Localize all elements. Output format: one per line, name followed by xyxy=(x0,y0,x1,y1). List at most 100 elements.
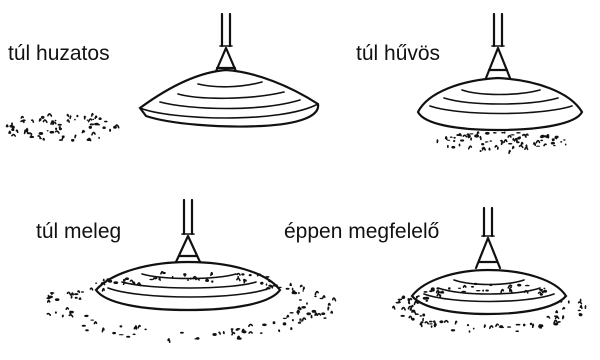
ash-speck xyxy=(98,137,100,139)
ash-speck xyxy=(493,132,497,134)
ash-flake xyxy=(95,116,96,118)
ash-flake xyxy=(495,146,497,147)
ash-speck xyxy=(476,290,480,291)
ash-speck xyxy=(447,140,450,141)
panel-too-drafty: túl huzatos xyxy=(7,14,319,142)
ash-flake xyxy=(409,299,412,302)
ash-flake xyxy=(420,323,422,326)
ash-flake xyxy=(159,278,160,280)
ash-speck xyxy=(292,319,294,321)
ash-speck xyxy=(487,141,489,142)
ash-flake xyxy=(138,326,140,328)
ash-speck xyxy=(401,315,405,317)
ash-flake xyxy=(513,147,514,149)
ash-speck xyxy=(523,324,526,327)
ash-flake xyxy=(409,316,412,319)
ash-flake xyxy=(411,306,413,308)
ash-flake xyxy=(290,284,291,286)
ash-flake xyxy=(51,122,53,124)
ash-speck xyxy=(290,327,292,330)
ash-speck xyxy=(27,132,32,134)
ash-speck xyxy=(125,277,129,280)
ash-speck xyxy=(112,332,116,334)
ash-speck xyxy=(260,282,263,285)
ash-flake xyxy=(469,146,472,149)
ash-flake xyxy=(89,119,92,121)
ash-speck xyxy=(149,279,154,280)
ash-speck xyxy=(580,313,583,316)
ash-speck xyxy=(94,123,99,126)
ash-speck xyxy=(120,325,123,327)
ash-flake xyxy=(534,143,535,144)
ash-speck xyxy=(50,131,55,134)
ash-speck xyxy=(70,311,74,314)
ash-speck xyxy=(314,296,317,298)
ash-speck xyxy=(530,323,532,326)
ash-speck xyxy=(541,135,545,138)
ash-speck xyxy=(119,334,124,335)
ash-speck xyxy=(301,306,306,309)
ash-speck xyxy=(543,288,545,290)
ash-speck xyxy=(187,279,189,280)
ash-speck xyxy=(421,321,424,323)
ash-speck xyxy=(540,293,543,295)
caption-too-drafty: túl huzatos xyxy=(8,42,110,65)
ash-flake xyxy=(555,137,556,139)
ash-speck xyxy=(243,279,245,282)
ash-speck xyxy=(283,322,287,325)
ash-flake xyxy=(69,315,72,317)
ash-flake xyxy=(279,330,280,331)
ash-speck xyxy=(292,288,294,291)
ash-flake xyxy=(477,132,478,134)
ash-flake xyxy=(315,292,318,295)
ash-speck xyxy=(434,323,436,326)
ash-speck xyxy=(517,284,521,287)
ash-flake xyxy=(47,314,50,316)
ash-speck xyxy=(109,129,111,132)
ash-flake xyxy=(331,311,332,312)
ash-speck xyxy=(144,329,146,331)
ash-speck xyxy=(321,312,325,315)
ash-speck xyxy=(563,139,565,140)
hanging-disc-too-warm xyxy=(96,200,280,310)
panel-too-cool: túl hűvös xyxy=(356,14,582,153)
ash-speck xyxy=(474,134,479,137)
ash-flake xyxy=(168,339,170,342)
ash-speck xyxy=(82,325,86,327)
ash-flake xyxy=(556,311,557,313)
ash-speck xyxy=(306,302,308,305)
ash-flake xyxy=(525,148,528,150)
ash-speck xyxy=(41,116,45,119)
ash-flake xyxy=(219,332,220,334)
ash-speck xyxy=(10,125,14,128)
ash-speck xyxy=(11,122,13,125)
ash-speck xyxy=(241,273,244,275)
ash-flake xyxy=(563,316,564,319)
ash-flake xyxy=(94,322,96,324)
ash-flake xyxy=(446,137,447,140)
ash-speck xyxy=(290,312,294,314)
hanging-disc-too-cool xyxy=(418,14,582,130)
ash-speck xyxy=(211,280,213,282)
ash-speck xyxy=(59,139,63,141)
ash-speck xyxy=(55,298,60,301)
ash-flake xyxy=(48,296,49,298)
ash-pile-under-disc xyxy=(437,132,566,154)
ash-flake xyxy=(521,143,522,145)
ash-speck xyxy=(453,137,456,139)
ash-speck xyxy=(260,332,263,334)
ash-speck xyxy=(84,315,88,317)
ash-speck xyxy=(55,311,57,313)
ash-speck xyxy=(126,336,130,338)
ash-speck xyxy=(460,139,464,141)
ash-speck xyxy=(485,132,490,135)
ash-speck xyxy=(539,326,541,329)
ash-speck xyxy=(95,283,97,284)
ash-speck xyxy=(510,134,514,135)
ash-flake xyxy=(333,298,336,301)
caption-too-cool: túl hűvös xyxy=(356,42,440,65)
ash-flake xyxy=(232,333,235,335)
ash-flake xyxy=(508,136,511,137)
ash-flake xyxy=(504,140,507,142)
ash-speck xyxy=(402,296,406,299)
